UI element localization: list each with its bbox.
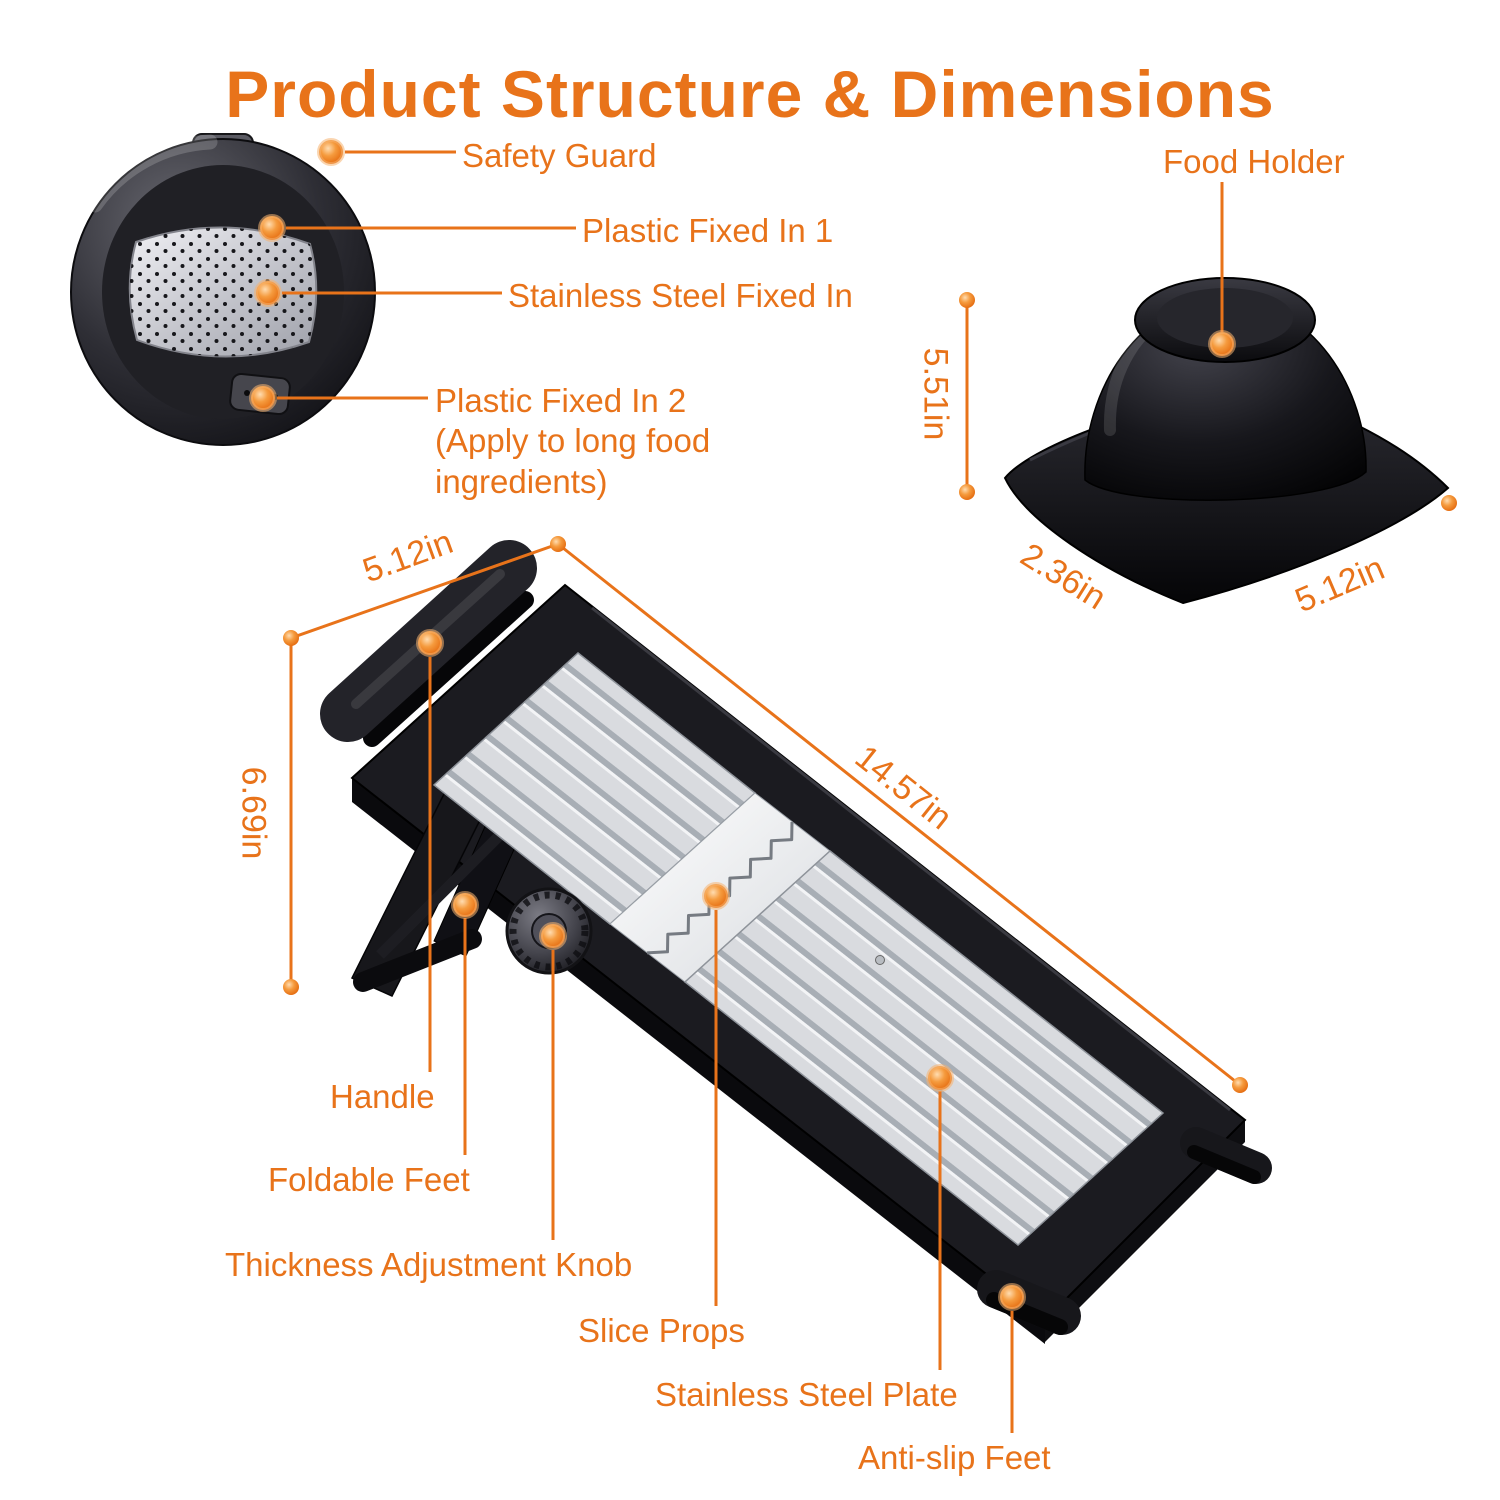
dim-slicer-height: 6.69in — [234, 766, 273, 860]
dot-stainless-plate — [926, 1064, 954, 1092]
dot-handle — [416, 629, 444, 657]
dot-safety-guard — [317, 138, 345, 166]
label-foldable-feet: Foldable Feet — [268, 1161, 470, 1198]
dim-food-holder-height: 5.51in — [916, 347, 955, 441]
food-holder-dome — [1084, 297, 1367, 501]
dot-anti-slip-feet — [998, 1283, 1026, 1311]
label-stainless-steel-plate: Stainless Steel Plate — [655, 1376, 958, 1413]
dot-plastic-fixed-in-2 — [249, 384, 277, 412]
dimension-dots — [283, 292, 1457, 1093]
label-stainless-steel-fixed-in: Stainless Steel Fixed In — [508, 277, 853, 314]
slicer-illustration — [320, 540, 1272, 1344]
label-food-holder: Food Holder — [1163, 143, 1345, 180]
dim-line-slicer-width — [290, 542, 559, 640]
dot-foldable-feet — [451, 891, 479, 919]
callout-dots — [249, 138, 1236, 1311]
label-thickness-adjustment-knob: Thickness Adjustment Knob — [225, 1246, 633, 1283]
label-handle: Handle — [330, 1078, 435, 1115]
dot-stainless-steel-fixed-in — [254, 279, 282, 307]
page-title: Product Structure & Dimensions — [225, 57, 1275, 132]
label-safety-guard: Safety Guard — [462, 137, 657, 174]
dot-slice-props — [702, 882, 730, 910]
leader-lines — [277, 150, 1224, 1433]
label-plastic-fixed-in-1: Plastic Fixed In 1 — [582, 212, 834, 249]
label-slice-props: Slice Props — [578, 1312, 745, 1349]
dot-food-holder — [1208, 330, 1236, 358]
dot-plastic-fixed-in-1 — [258, 214, 286, 242]
label-plastic-fixed-in-2: Plastic Fixed In 2 (Apply to long food i… — [435, 382, 711, 500]
dim-line-slicer-length — [557, 542, 1241, 1087]
label-anti-slip-feet: Anti-slip Feet — [858, 1439, 1051, 1476]
dot-thickness-knob — [539, 922, 567, 950]
stainless-plate-lower — [683, 850, 1165, 1246]
food-holder-illustration — [1003, 277, 1450, 605]
dimension-lines — [289, 300, 1241, 1087]
